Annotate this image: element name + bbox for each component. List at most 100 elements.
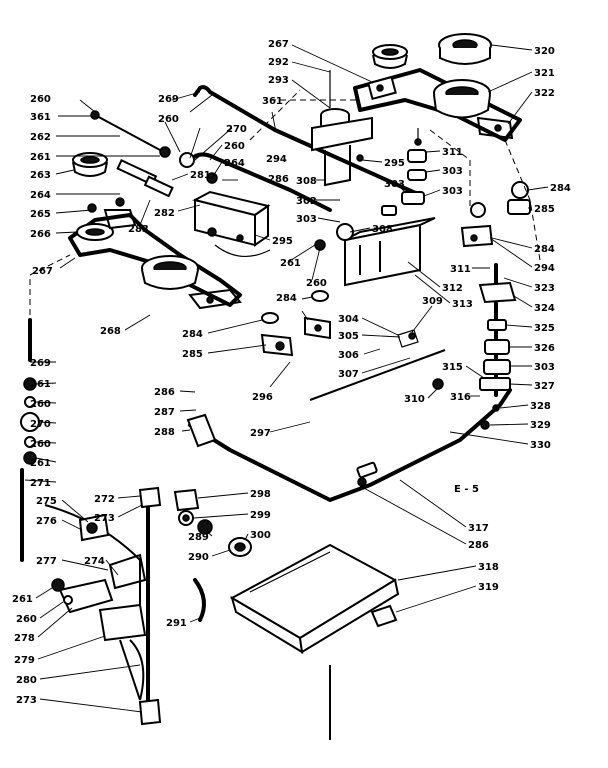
- callout-270: 270: [226, 124, 247, 135]
- orifice-tubes: [90, 110, 174, 207]
- callout-323: 323: [534, 283, 555, 294]
- callout-277: 277: [36, 556, 57, 567]
- callout-326: 326: [534, 343, 555, 354]
- callout-261: 261: [30, 379, 51, 390]
- callout-315: 315: [442, 362, 463, 373]
- callout-273: 273: [94, 513, 115, 524]
- center-left-burner-assembly: [141, 255, 242, 310]
- callout-261: 261: [30, 152, 51, 163]
- callout-260: 260: [30, 439, 51, 450]
- callout-287: 287: [154, 407, 175, 418]
- callout-325: 325: [534, 323, 555, 334]
- callout-306: 306: [338, 350, 359, 361]
- callout-328: 328: [530, 401, 551, 412]
- callout-266: 266: [30, 229, 51, 240]
- callout-260: 260: [306, 278, 327, 289]
- callout-271: 271: [30, 478, 51, 489]
- callout-294: 294: [266, 154, 287, 165]
- callout-286: 286: [154, 387, 175, 398]
- callout-310: 310: [404, 394, 425, 405]
- mid-right-bracket: [314, 217, 436, 287]
- callout-286: 286: [468, 540, 489, 551]
- left-vertical-pipe: [20, 254, 71, 465]
- callout-260: 260: [30, 399, 51, 410]
- inlet-fittings: [173, 488, 252, 622]
- center-valve-block: [179, 152, 271, 257]
- callout-300: 300: [250, 530, 271, 541]
- callout-296: 296: [252, 392, 273, 403]
- callout-285: 285: [182, 349, 203, 360]
- callout-302: 302: [296, 196, 317, 207]
- callout-297: 297: [250, 428, 271, 439]
- callout-361: 361: [262, 96, 283, 107]
- callout-324: 324: [534, 303, 555, 314]
- callout-308: 308: [296, 176, 317, 187]
- callout-261: 261: [30, 458, 51, 469]
- callout-298: 298: [250, 489, 271, 500]
- callout-283: 283: [128, 224, 149, 235]
- parts-layer: [20, 33, 541, 740]
- right-vertical-rod-assembly: [478, 263, 517, 430]
- callout-303: 303: [534, 362, 555, 373]
- callout-289: 289: [188, 532, 209, 543]
- callout-260: 260: [30, 94, 51, 105]
- right-valve-stack: [381, 128, 427, 216]
- upper-center-bracket: [311, 70, 373, 187]
- callout-304: 304: [338, 314, 359, 325]
- callout-265: 265: [30, 209, 51, 220]
- callout-260: 260: [224, 141, 245, 152]
- callout-288: 288: [154, 427, 175, 438]
- callout-279: 279: [14, 655, 35, 666]
- callout-269: 269: [158, 94, 179, 105]
- callout-311: 311: [450, 264, 471, 275]
- top-right-burner-assembly: [353, 33, 522, 142]
- callout-264: 264: [224, 158, 245, 169]
- callout-293: 293: [268, 75, 289, 86]
- callout-308: 308: [372, 224, 393, 235]
- callout-321: 321: [534, 68, 555, 79]
- callout-305: 305: [338, 331, 359, 342]
- callout-284: 284: [276, 293, 297, 304]
- callout-269: 269: [30, 358, 51, 369]
- callout-281: 281: [190, 170, 211, 181]
- main-manifold: [186, 329, 512, 502]
- callout-330: 330: [530, 440, 551, 451]
- callout-317: 317: [468, 523, 489, 534]
- main-gas-pipe: [129, 486, 162, 726]
- callout-307: 307: [338, 369, 359, 380]
- callout-299: 299: [250, 510, 271, 521]
- guide-line-3: [429, 129, 471, 210]
- callout-262: 262: [30, 132, 51, 143]
- callout-267: 267: [32, 266, 53, 277]
- callout-284: 284: [182, 329, 203, 340]
- callout-303: 303: [384, 179, 405, 190]
- callout-320: 320: [534, 46, 555, 57]
- callout-278: 278: [14, 633, 35, 644]
- page-code-label: E - 5: [454, 484, 479, 495]
- callout-316: 316: [450, 392, 471, 403]
- callout-309: 309: [422, 296, 443, 307]
- callout-260: 260: [16, 614, 37, 625]
- callout-276: 276: [36, 516, 57, 527]
- callout-labels: 267 292 293 320 321 322 260 361 269 361 …: [12, 39, 571, 706]
- callout-273: 273: [16, 695, 37, 706]
- callout-261: 261: [280, 258, 301, 269]
- callout-313: 313: [452, 299, 473, 310]
- callout-311: 311: [442, 147, 463, 158]
- callout-267: 267: [268, 39, 289, 50]
- callout-303: 303: [442, 166, 463, 177]
- callout-284: 284: [534, 244, 555, 255]
- callout-303: 303: [442, 186, 463, 197]
- callout-284: 284: [550, 183, 571, 194]
- callout-282: 282: [154, 208, 175, 219]
- right-side-valves: [460, 181, 531, 248]
- guide-line-1: [249, 89, 301, 141]
- callout-312: 312: [442, 283, 463, 294]
- callout-292: 292: [268, 57, 289, 68]
- callout-290: 290: [188, 552, 209, 563]
- callout-268: 268: [100, 326, 121, 337]
- callout-270: 270: [30, 419, 51, 430]
- callout-319: 319: [478, 582, 499, 593]
- callout-263: 263: [30, 170, 51, 181]
